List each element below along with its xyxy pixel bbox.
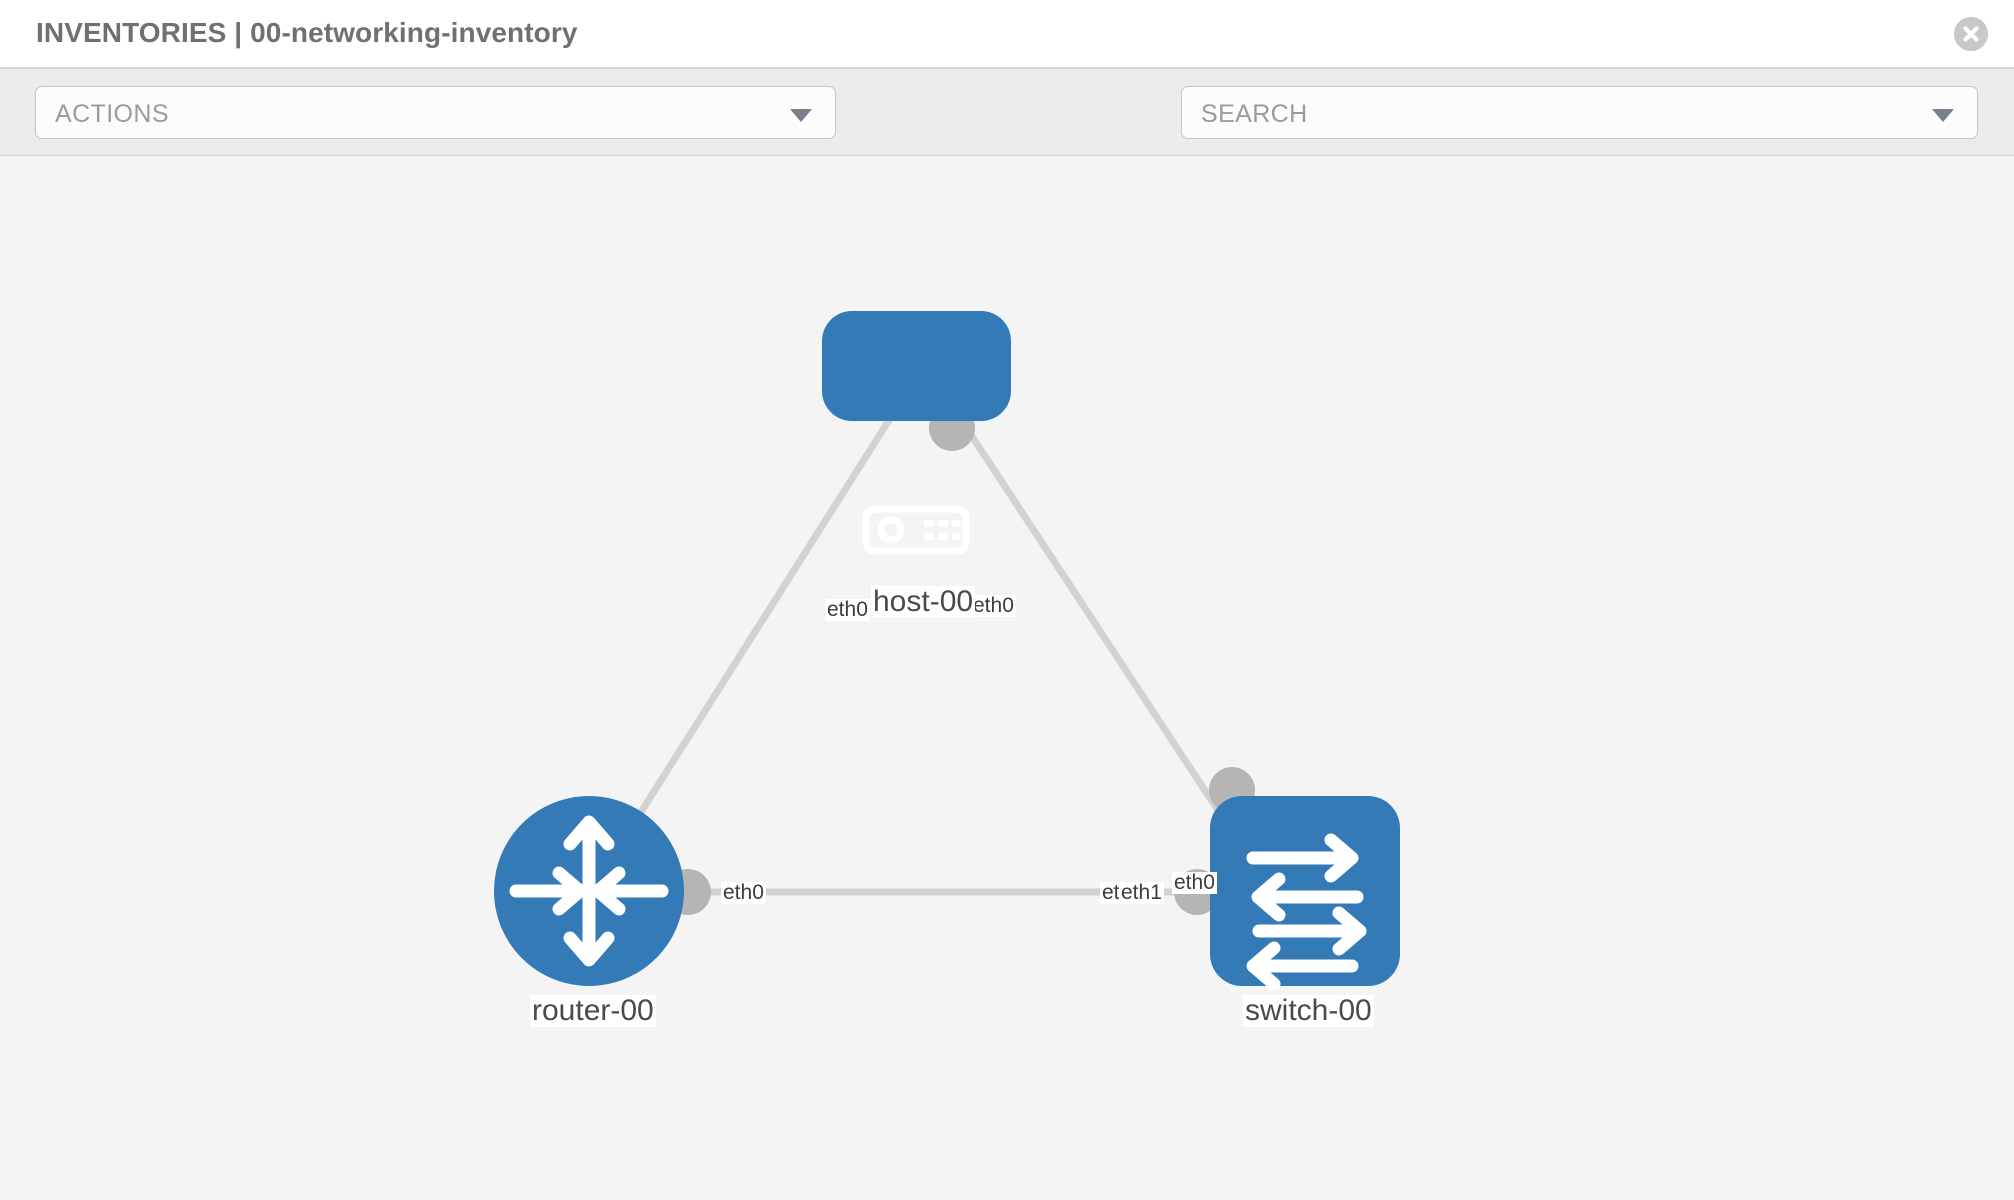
edge-label-switch-eth1: eth1 (1119, 881, 1164, 905)
link-host-switch (949, 404, 1251, 858)
chevron-down-icon (790, 109, 812, 122)
edge-label-switch-eth0: eth0 (1172, 871, 1217, 895)
topology-links (607, 404, 1251, 896)
toolbar: ACTIONS SEARCH (0, 69, 2014, 197)
search-input[interactable]: SEARCH (1181, 86, 1978, 139)
actions-dropdown[interactable]: ACTIONS (35, 86, 836, 139)
node-router-00 (494, 796, 684, 986)
chevron-down-icon (1932, 109, 1954, 122)
node-label-router-00: router-00 (530, 994, 656, 1027)
topology-canvas[interactable]: eth0 eth0 eth0 eth0 eth0 eth1 host-00 ro… (0, 156, 2014, 1200)
edge-label-host-eth0-left: eth0 (825, 598, 870, 622)
search-placeholder: SEARCH (1201, 100, 1308, 128)
page-header: INVENTORIES | 00-networking-inventory (0, 0, 2014, 69)
close-icon[interactable] (1954, 17, 1988, 51)
topology-ports (665, 405, 1255, 915)
node-switch-00 (1210, 796, 1400, 991)
server-icon (862, 505, 970, 555)
actions-dropdown-label: ACTIONS (55, 100, 169, 128)
topology-graph (494, 311, 1400, 991)
edge-label-router-eth0: eth0 (721, 881, 766, 905)
node-label-host-00: host-00 (871, 585, 976, 618)
node-label-switch-00: switch-00 (1243, 994, 1374, 1027)
link-host-router (607, 404, 901, 863)
page-title: INVENTORIES | 00-networking-inventory (36, 17, 578, 48)
router-arrows-icon (509, 815, 669, 967)
node-host-00 (822, 311, 1011, 555)
switch-arrows-icon (1246, 833, 1367, 991)
edge-label-host-eth0-right: eth0 (971, 594, 1016, 618)
